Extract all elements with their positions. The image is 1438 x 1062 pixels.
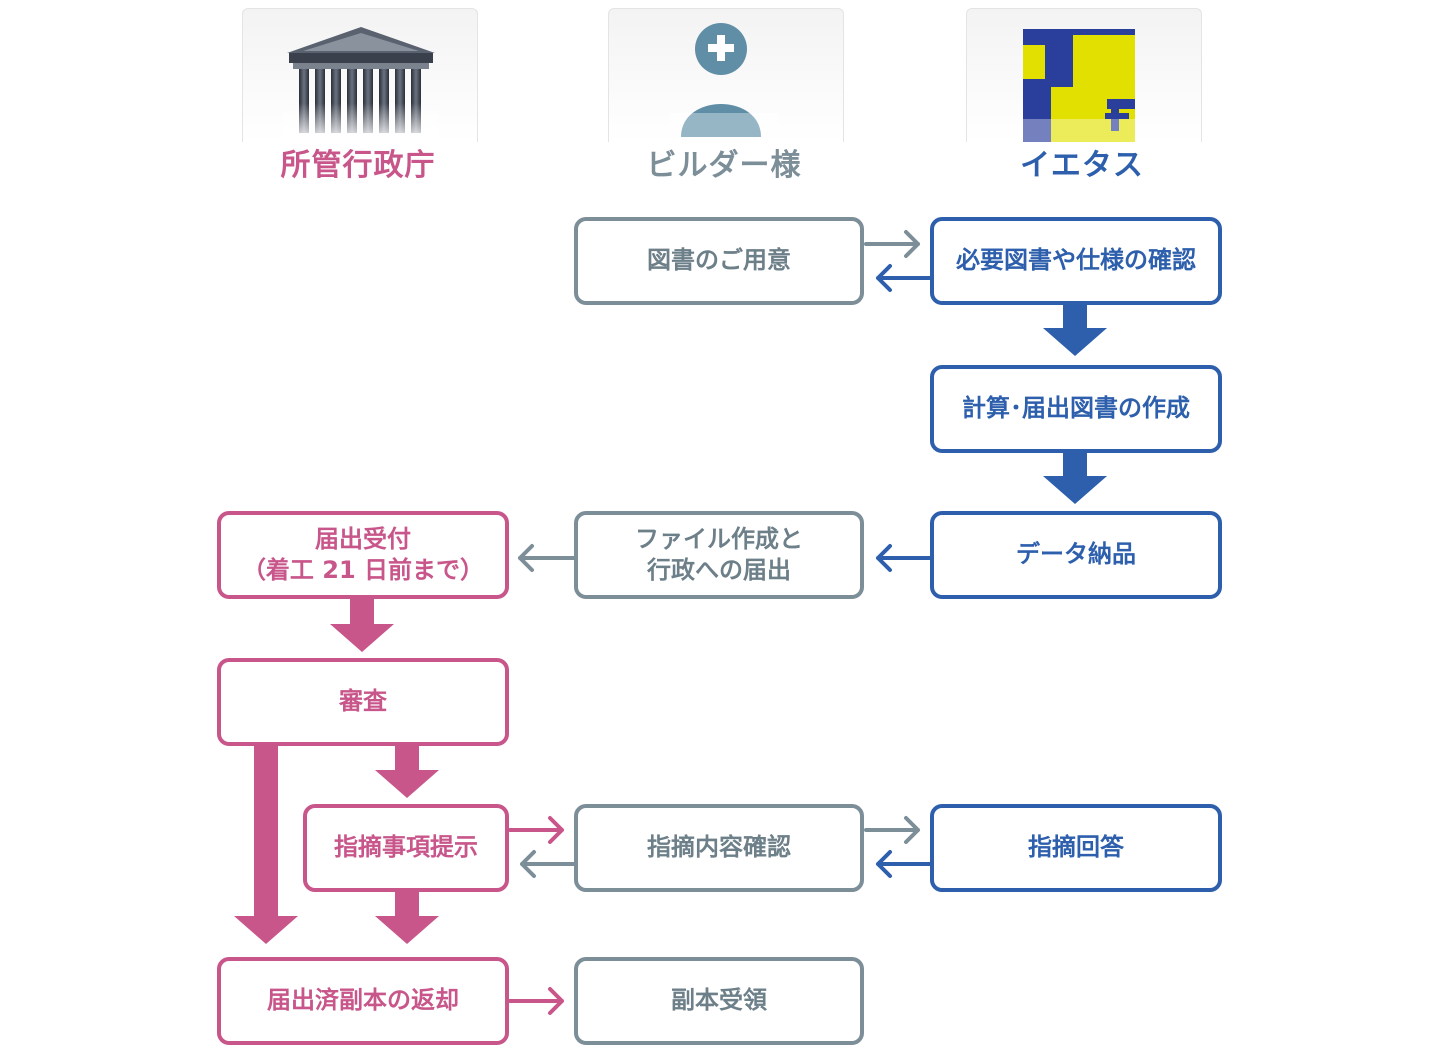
down-arrow-create-to-delivery	[1043, 452, 1107, 504]
ietasu-logo	[1023, 29, 1135, 142]
create-calculations-label: 計算･届出図書の作成	[962, 394, 1190, 423]
confirm-indication-label: 指摘内容確認	[647, 833, 791, 862]
arrow-file-to-receipt	[518, 544, 576, 572]
down-arrow-review-to-indication	[375, 744, 439, 798]
receive-copy-label: 副本受領	[671, 986, 767, 1015]
file-creation-label-line2: 行政への届出	[647, 556, 791, 584]
data-delivery-label: データ納品	[1016, 540, 1136, 569]
review-box: 審査	[217, 658, 509, 746]
builder-header-card	[608, 8, 844, 142]
file-creation-label-line1: ファイル作成と	[635, 524, 803, 553]
return-copy-box: 届出済副本の返却	[217, 957, 509, 1045]
down-arrow-confirm-to-create	[1043, 304, 1107, 356]
ietasu-column-title: イエタス	[1020, 148, 1144, 183]
return-copy-label: 届出済副本の返却	[267, 986, 459, 1015]
arrow-return-to-receive	[508, 987, 564, 1015]
indication-answer-label: 指摘回答	[1028, 833, 1124, 862]
arrow-confirm-to-prepare	[876, 264, 932, 292]
indication-answer-box: 指摘回答	[930, 804, 1222, 892]
government-header-card	[242, 8, 478, 142]
arrow-confirm-to-indication	[520, 850, 576, 878]
notification-receipt-label-line2: （着工 21 日前まで）	[241, 556, 485, 584]
building-icon	[283, 27, 439, 142]
person-icon	[669, 23, 779, 142]
down-arrow-review-to-return	[234, 744, 298, 944]
builder-column-title: ビルダー様	[646, 148, 802, 183]
arrow-answer-to-confirm	[876, 850, 932, 878]
indication-items-box: 指摘事項提示	[303, 804, 509, 892]
down-arrow-indication-to-return	[375, 890, 439, 944]
review-label: 審査	[339, 687, 387, 716]
receive-copy-box: 副本受領	[574, 957, 864, 1045]
confirm-indication-box: 指摘内容確認	[574, 804, 864, 892]
prepare-documents-box: 図書のご用意	[574, 217, 864, 305]
file-creation-box: ファイル作成と 行政への届出	[574, 511, 864, 599]
down-arrow-receipt-to-review	[330, 598, 394, 652]
notification-receipt-label-line1: 届出受付	[315, 524, 411, 553]
data-delivery-box: データ納品	[930, 511, 1222, 599]
arrow-confirm-to-answer	[864, 816, 920, 844]
notification-receipt-box: 届出受付 （着工 21 日前まで）	[217, 511, 509, 599]
arrow-indication-to-confirm	[508, 816, 564, 844]
prepare-documents-label: 図書のご用意	[647, 246, 791, 275]
ietasu-header-card	[966, 8, 1202, 142]
confirm-specs-box: 必要図書や仕様の確認	[930, 217, 1222, 305]
create-calculations-box: 計算･届出図書の作成	[930, 365, 1222, 453]
confirm-specs-label: 必要図書や仕様の確認	[956, 246, 1196, 275]
arrow-prepare-to-confirm	[864, 230, 920, 258]
indication-items-label: 指摘事項提示	[334, 833, 478, 862]
government-column-title: 所管行政庁	[280, 148, 436, 183]
arrow-delivery-to-file	[876, 544, 932, 572]
